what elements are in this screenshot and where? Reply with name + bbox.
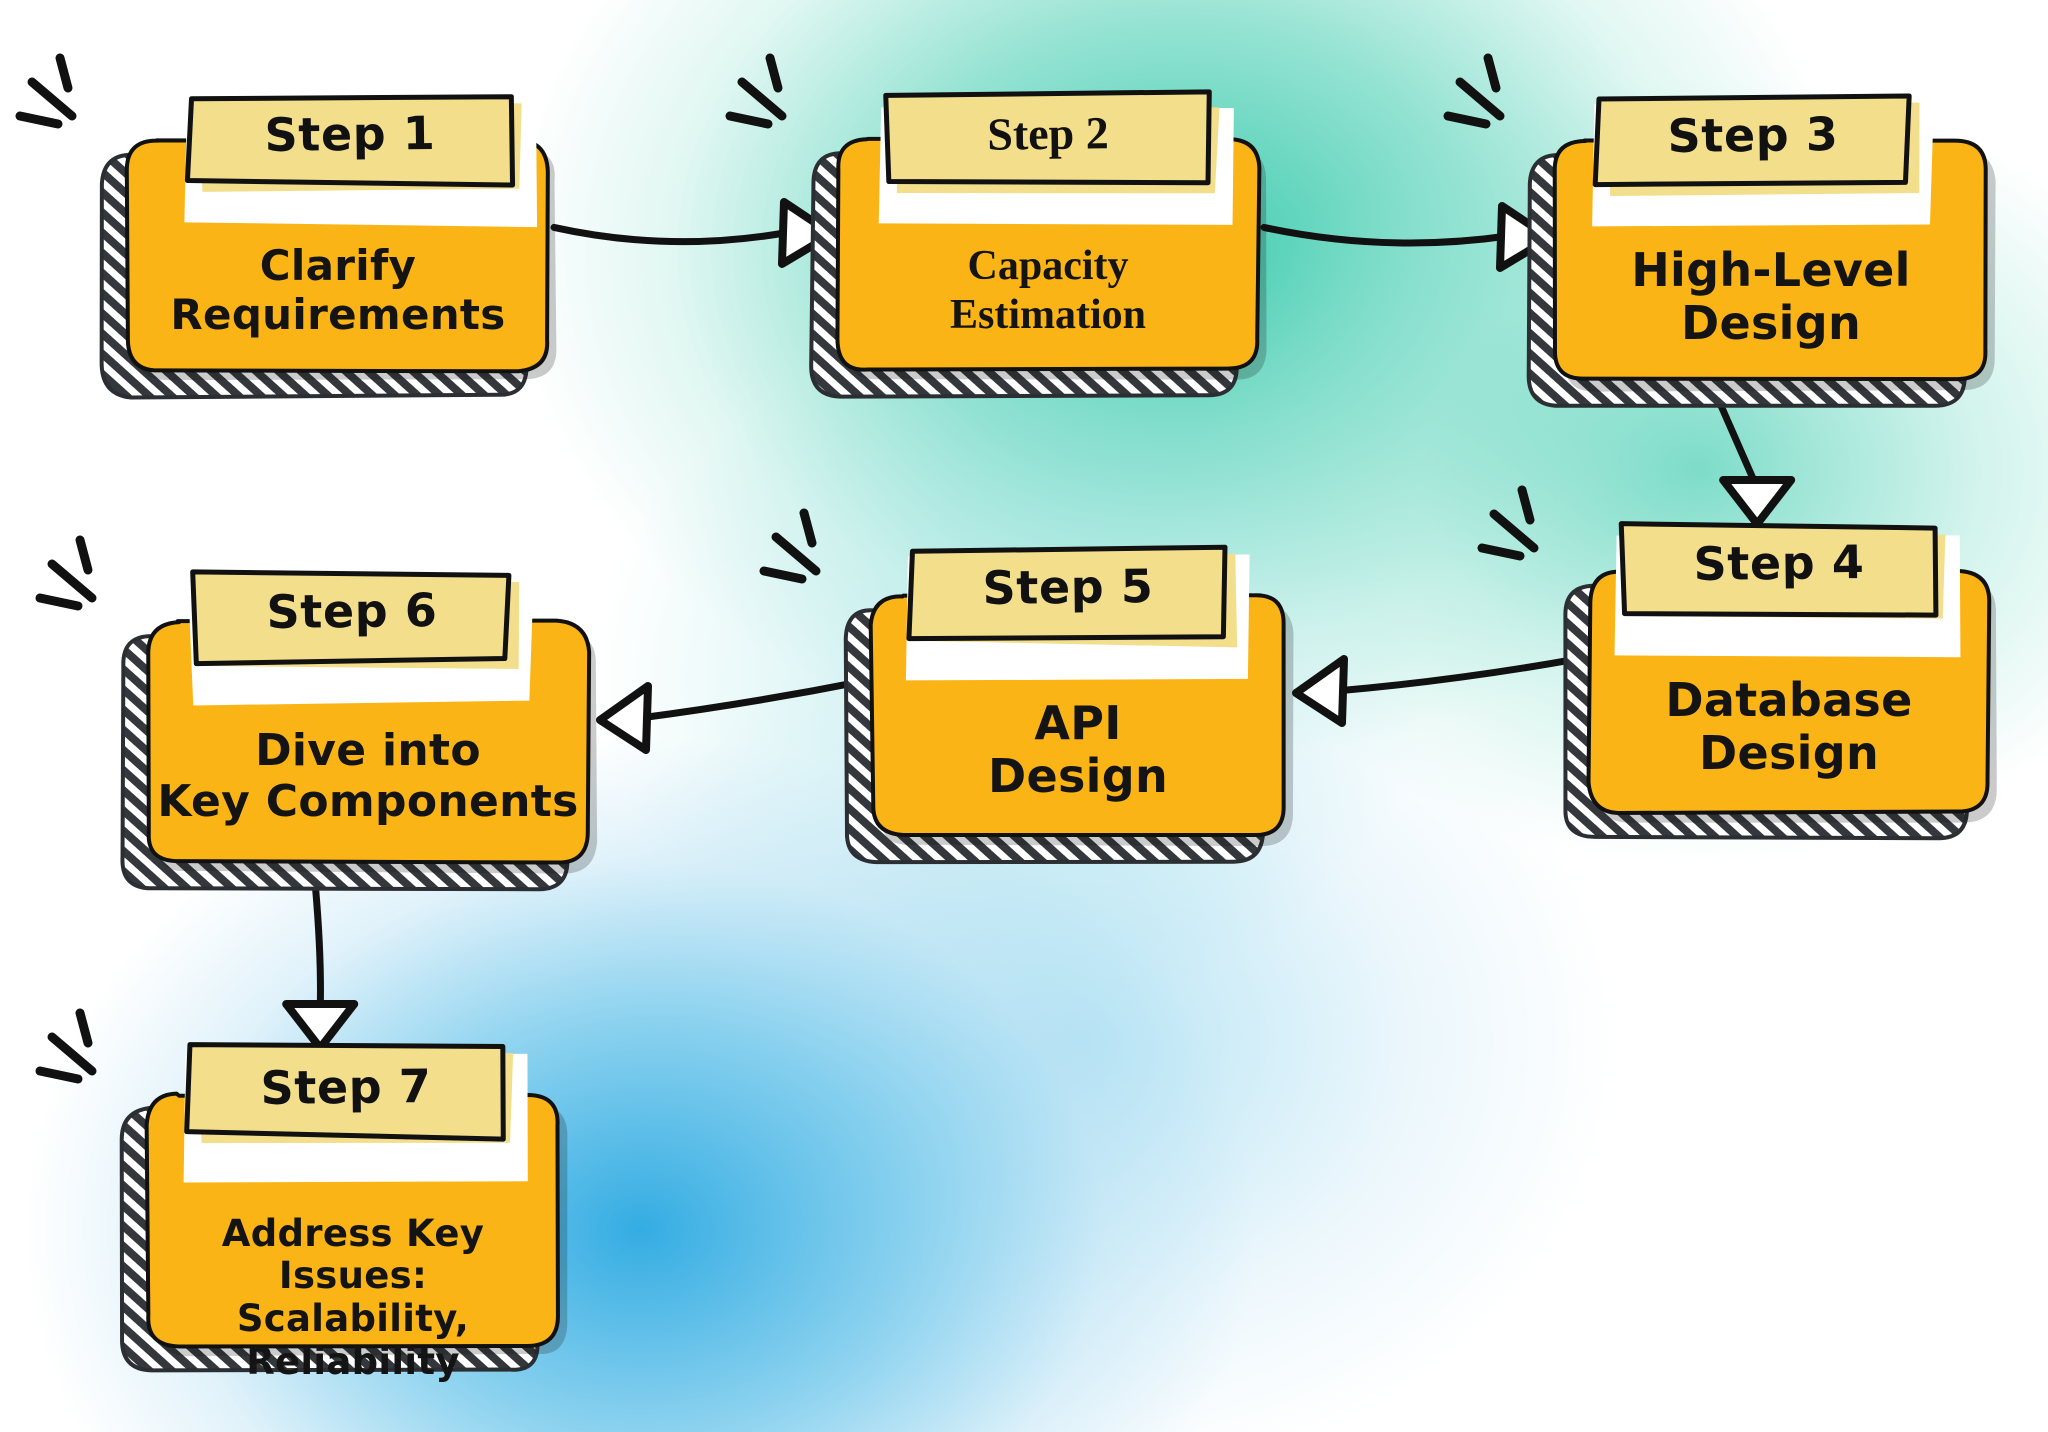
node-tab: [1592, 93, 1912, 188]
node-shape-step2: [725, 53, 1267, 399]
edge-line-e6: [311, 880, 324, 1016]
edge-line-e4: [1332, 654, 1584, 695]
edge-line-e5: [636, 677, 866, 722]
sparkle-icon: [1443, 53, 1505, 129]
arrowhead-right-e1: [778, 198, 836, 268]
node-shape-step7: [35, 1008, 568, 1373]
arrowhead-left-e5: [596, 682, 652, 754]
node-shape-step5: [759, 508, 1294, 865]
node-shape-step4: [1477, 485, 1997, 841]
node-tab: [184, 94, 516, 188]
arrowhead-right-e2: [1496, 202, 1554, 272]
sparkle-icon: [1477, 485, 1539, 561]
node-shape-step3: [1443, 53, 1996, 408]
node-tab: [906, 544, 1228, 642]
sparkle-icon: [35, 1008, 97, 1084]
node-tab: [1618, 521, 1939, 618]
sparkle-icon: [725, 53, 787, 129]
node-shape-step6: [35, 535, 598, 892]
node-tab: [190, 569, 512, 667]
node-tab: [883, 89, 1212, 186]
sparkle-icon: [15, 53, 77, 129]
arrowhead-down-e6: [282, 1000, 359, 1052]
sparkle-icon: [759, 508, 821, 584]
node-tab: [184, 1042, 506, 1142]
arrowhead-down-e3: [1719, 476, 1796, 528]
edge-line-e1: [550, 223, 794, 246]
sparkle-icon: [35, 535, 97, 611]
node-shape-step1: [15, 53, 557, 400]
arrowhead-left-e4: [1292, 655, 1348, 727]
edge-line-e2: [1260, 223, 1512, 247]
